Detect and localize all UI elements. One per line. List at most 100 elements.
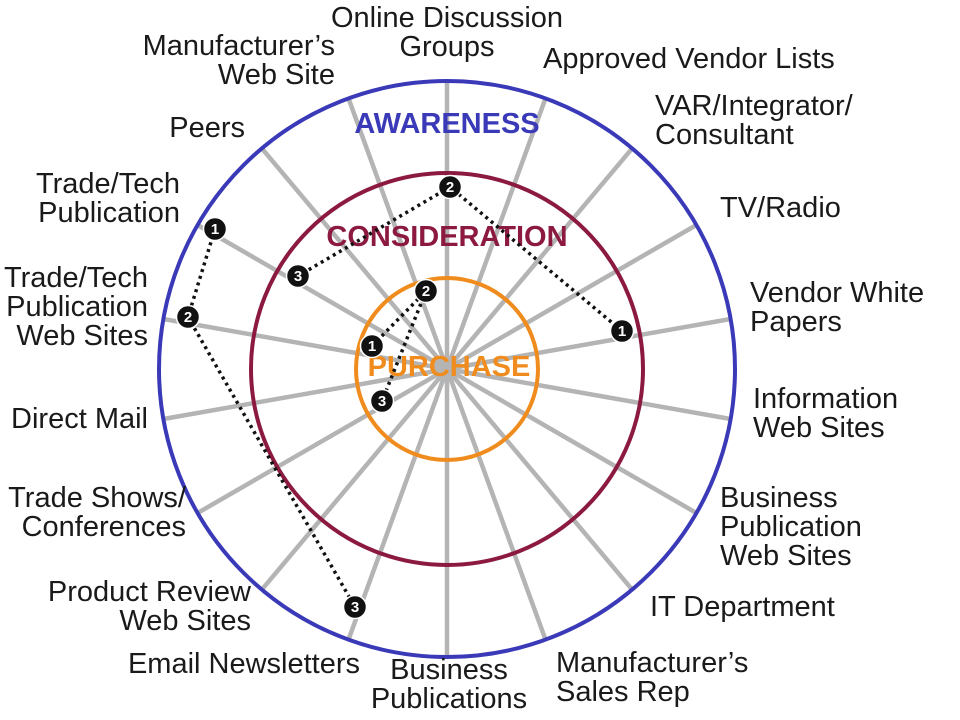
label-line: Web Sites (753, 412, 885, 444)
marker-number: 2 (184, 309, 192, 326)
label-line: Email Newsletters (128, 648, 360, 680)
label-line: Conferences (22, 511, 186, 543)
label-line: Trade/Tech (36, 168, 180, 200)
label-tv-radio: TV/Radio (720, 192, 841, 224)
path-a-marker-3: 3 (342, 594, 368, 620)
spoke-it-department (445, 367, 634, 592)
awareness-title: AWARENESS (354, 108, 539, 140)
marker-dot (342, 594, 368, 620)
label-line: Vendor White (750, 277, 924, 309)
marker-dot (437, 174, 463, 200)
path-b-marker-3: 3 (285, 263, 311, 289)
label-email-newsletters: Email Newsletters (128, 648, 360, 680)
spoke-manufacturers-sales-rep (444, 368, 548, 641)
label-line: Manufacturer’s (143, 30, 335, 62)
label-line: Web Site (218, 59, 335, 91)
spoke-var-integrator-consultant (445, 146, 634, 371)
marker-number: 1 (211, 221, 219, 238)
label-line: Groups (399, 31, 494, 63)
label-peers: Peers (169, 112, 245, 144)
label-line: Publication (6, 291, 148, 323)
spoke-manufacturers-web-site (346, 97, 450, 370)
path-c-marker-1: 1 (359, 333, 385, 359)
spoke-business-publication-web-sites (445, 367, 698, 515)
label-line: Direct Mail (11, 403, 148, 435)
label-line: Consultant (655, 119, 794, 151)
marker-number: 3 (294, 268, 302, 285)
marker-number: 1 (618, 323, 626, 340)
spoke-email-newsletters (346, 368, 450, 641)
consideration-ring (249, 171, 645, 567)
path-b-marker-1: 1 (609, 318, 635, 344)
marker-number: 1 (368, 338, 376, 355)
label-line: Product Review (48, 576, 252, 608)
marker-dot (413, 278, 439, 304)
label-line: Business (720, 482, 838, 514)
spoke-tv-radio (445, 223, 698, 371)
label-line: TV/Radio (720, 192, 841, 224)
path-b-marker-2: 2 (437, 174, 463, 200)
marker-dot (175, 304, 201, 330)
label-it-department: IT Department (650, 591, 835, 623)
marker-number: 3 (378, 393, 386, 410)
marker-dot (359, 333, 385, 359)
awareness-ring (157, 79, 737, 659)
spokes (163, 81, 731, 657)
marker-number: 2 (422, 283, 430, 300)
label-line: VAR/Integrator/ (655, 90, 854, 122)
label-line: Publications (371, 683, 527, 715)
path-markers: 1 2 3 1 2 3 1 2 3 (175, 174, 635, 620)
marker-dot (369, 388, 395, 414)
purchase-title: PURCHASE (368, 351, 531, 383)
label-trade-shows-conferences: Trade Shows/Conferences (8, 482, 187, 543)
spoke-vendor-white-papers (446, 316, 731, 372)
spoke-approved-vendor-lists (444, 97, 548, 370)
label-line: Peers (169, 112, 245, 144)
label-var-integrator-consultant: VAR/Integrator/Consultant (655, 90, 854, 151)
path-a-marker-1: 1 (202, 216, 228, 242)
purchase-ring (354, 276, 540, 462)
path-c-marker-3: 3 (369, 388, 395, 414)
path-c-marker-2: 2 (413, 278, 439, 304)
label-line: Approved Vendor Lists (543, 43, 835, 75)
label-line: Web Sites (119, 605, 251, 637)
consideration-title: CONSIDERATION (326, 221, 567, 253)
marker-number: 2 (446, 179, 454, 196)
label-line: Web Sites (16, 320, 148, 352)
label-line: Papers (750, 306, 842, 338)
label-line: Business (390, 654, 508, 686)
label-line: Trade Shows/ (8, 482, 187, 514)
spoke-product-review-web-sites (260, 367, 449, 592)
marker-number: 3 (351, 599, 359, 616)
spoke-trade-shows-conferences (196, 367, 449, 515)
label-line: Information (753, 383, 898, 415)
marker-dot (609, 318, 635, 344)
spoke-direct-mail (163, 366, 448, 422)
label-approved-vendor-lists: Approved Vendor Lists (543, 43, 835, 75)
marker-dot (202, 216, 228, 242)
label-line: Sales Rep (556, 676, 690, 708)
marker-dot (285, 263, 311, 289)
spoke-information-web-sites (446, 366, 731, 422)
label-line: IT Department (650, 591, 835, 623)
label-line: Trade/Tech (4, 262, 148, 294)
label-line: Online Discussion (331, 2, 563, 34)
label-line: Publication (38, 197, 180, 229)
label-line: Publication (720, 511, 862, 543)
label-line: Manufacturer’s (556, 647, 748, 679)
label-line: Web Sites (720, 540, 852, 572)
path-a-marker-2: 2 (175, 304, 201, 330)
spoke-peers (260, 146, 449, 371)
